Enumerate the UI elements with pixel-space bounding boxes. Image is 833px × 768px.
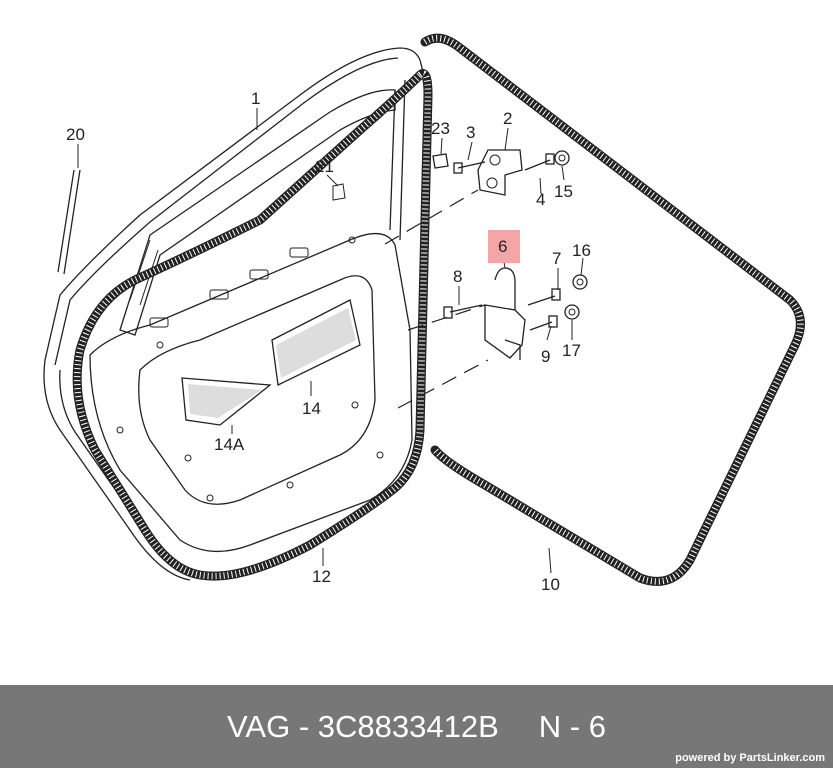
callout-16: 16 bbox=[572, 241, 591, 260]
door-seal-12 bbox=[72, 69, 433, 581]
nut-16 bbox=[572, 274, 588, 290]
cap-23 bbox=[432, 153, 449, 169]
trim-strip-20 bbox=[57, 169, 81, 275]
callout-highlight bbox=[488, 230, 520, 263]
callout-17: 17 bbox=[562, 341, 581, 360]
alignment-line bbox=[407, 304, 486, 331]
position-number: N - 6 bbox=[538, 708, 606, 744]
door-seal-10 bbox=[420, 33, 805, 586]
callout-2: 2 bbox=[503, 109, 512, 128]
footer-bar: VAG - 3C8833412B N - 6 powered by PartsL… bbox=[0, 685, 833, 768]
callout-14: 14 bbox=[302, 399, 321, 418]
callout-15: 15 bbox=[554, 182, 573, 201]
bolt-9 bbox=[529, 315, 558, 331]
parts-diagram: 1 2 3 4 6 7 8 9 10 12 14 14A 15 16 17 20… bbox=[43, 33, 805, 594]
bolt-7 bbox=[527, 288, 561, 306]
part-number: VAG - 3C8833412B bbox=[227, 708, 499, 744]
callout-7: 7 bbox=[552, 249, 561, 268]
clip-tab bbox=[149, 317, 169, 328]
nut-17 bbox=[564, 304, 580, 320]
lower-hinge-6 bbox=[484, 267, 526, 360]
bolt-4 bbox=[524, 153, 555, 171]
credit-text: powered by PartsLinker.com bbox=[675, 752, 825, 764]
leader-lines bbox=[77, 108, 584, 574]
callout-21: 21 bbox=[315, 157, 334, 176]
clip-tab bbox=[289, 247, 309, 258]
upper-hinge-2 bbox=[477, 149, 523, 196]
damping-pad-14 bbox=[271, 299, 361, 386]
callout-14a: 14A bbox=[214, 435, 245, 454]
bolt-8 bbox=[443, 304, 483, 319]
clip-tab bbox=[249, 269, 269, 280]
nut-15 bbox=[554, 150, 570, 166]
alignment-line bbox=[397, 359, 489, 409]
bolt-3 bbox=[453, 161, 486, 174]
clip-tab bbox=[209, 289, 229, 300]
footer-part-info: VAG - 3C8833412B N - 6 bbox=[0, 685, 833, 768]
callout-3: 3 bbox=[466, 123, 475, 142]
callout-9: 9 bbox=[541, 347, 550, 366]
callout-8: 8 bbox=[453, 267, 462, 286]
callout-23: 23 bbox=[431, 119, 450, 138]
callout-1: 1 bbox=[251, 89, 260, 108]
callout-4: 4 bbox=[536, 190, 545, 209]
callout-12: 12 bbox=[312, 567, 331, 586]
callout-20: 20 bbox=[66, 125, 85, 144]
callout-6: 6 bbox=[498, 237, 507, 256]
callout-10: 10 bbox=[541, 575, 560, 594]
damping-pad-14a bbox=[181, 377, 272, 426]
alignment-line bbox=[384, 189, 479, 245]
clip-21 bbox=[332, 183, 346, 201]
